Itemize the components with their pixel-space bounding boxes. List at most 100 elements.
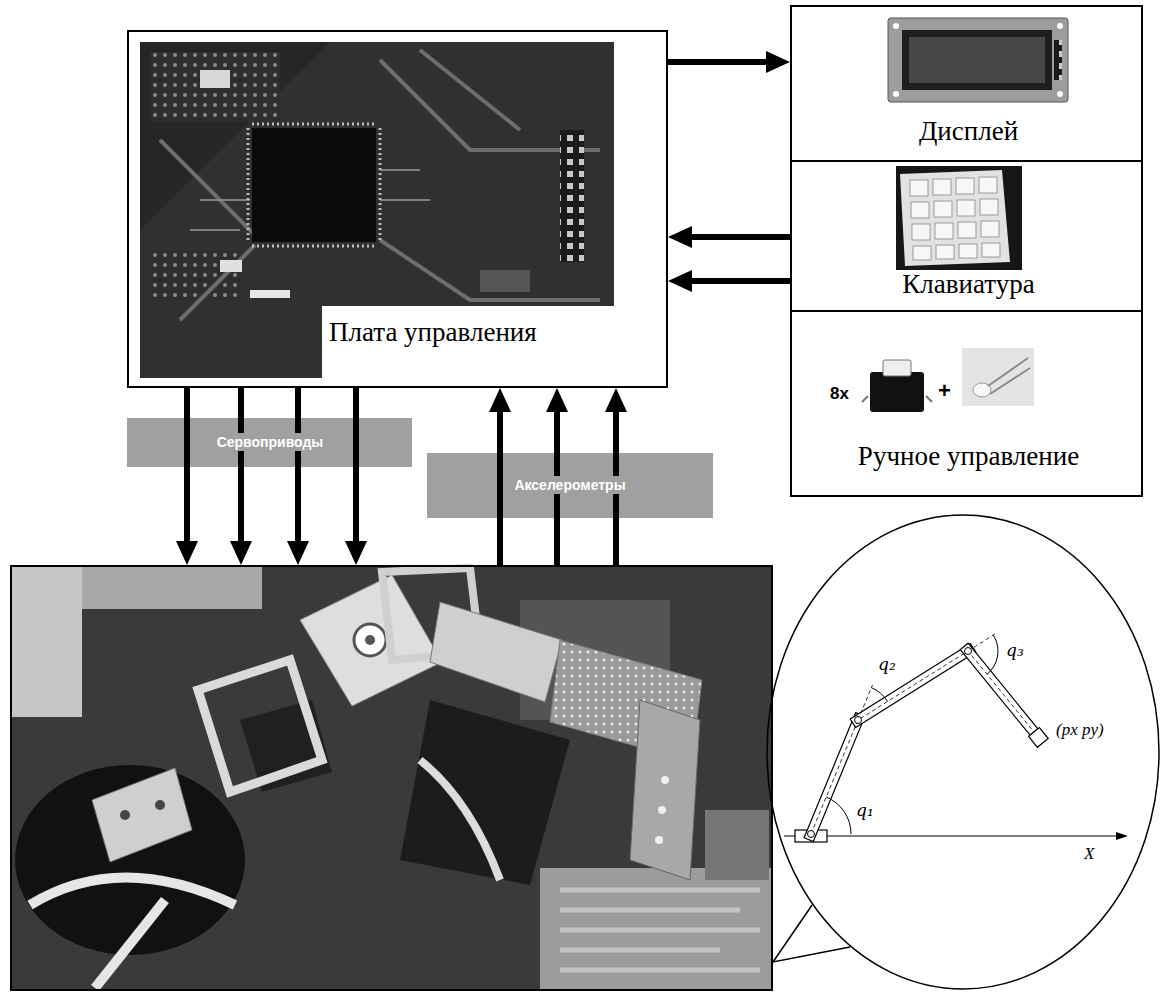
robot-photo: [655, 836, 663, 844]
arm-schematic: [784, 835, 1118, 836]
servo-arrow: [295, 388, 301, 547]
robot-photo: [400, 700, 570, 885]
lcd-image: [888, 18, 1068, 102]
led-image: [962, 348, 1034, 406]
arm-schematic: [784, 634, 1128, 842]
servo-arrow: [238, 388, 244, 547]
keypad-image: [910, 177, 1000, 260]
robot-photo-box: [10, 565, 773, 991]
joint-angle-label: q₂: [878, 654, 896, 674]
plus-sign: +: [938, 378, 951, 404]
box-label: Плата управления: [329, 316, 537, 348]
board-photo: [200, 70, 230, 88]
keypad-image: [911, 202, 929, 218]
push-button-image: [870, 372, 924, 412]
keypad-image: [980, 199, 998, 215]
arm-schematic: [858, 634, 995, 720]
lcd-image: [893, 23, 899, 29]
lcd-image: [893, 91, 899, 97]
keypad-image: [934, 201, 952, 217]
robot-photo: [420, 760, 500, 880]
robot-photo: [354, 624, 386, 656]
box-label: Дисплей: [919, 115, 1018, 147]
robot-photo: [540, 868, 771, 989]
push-button-image: [862, 360, 932, 412]
robot-photo: [92, 768, 192, 862]
robot-photo: [10, 565, 773, 991]
arm-schematic: [871, 688, 887, 702]
robot-photo: [12, 567, 82, 717]
lcd-image: [909, 37, 1045, 83]
keypad-image: [900, 170, 1010, 266]
arm-schematic: [808, 831, 815, 838]
robot-photo: [198, 660, 322, 792]
accelerometer-arrow: [497, 406, 503, 565]
keypad-image: [935, 223, 953, 239]
joint-angle-label: q₃: [1006, 640, 1024, 660]
board-photo: [150, 52, 280, 122]
display-box: Дисплей: [790, 5, 1143, 162]
robot-photo: [120, 810, 130, 820]
end-point-label: (px py): [1056, 720, 1104, 740]
robot-photo: [30, 878, 235, 906]
keypad-image: [956, 178, 974, 194]
robot-photo: [300, 575, 442, 706]
arm-schematic: [987, 635, 998, 674]
servo-band: [127, 418, 412, 467]
keypad-image: [979, 177, 997, 193]
arm-schematic: [811, 651, 1034, 834]
servo-arrow: [353, 388, 359, 547]
control-board-box: Плата управления: [127, 30, 668, 388]
push-button-image: [883, 360, 911, 376]
board-photo: [248, 124, 380, 246]
arm-schematic: [850, 644, 976, 728]
lcd-image: [1054, 40, 1062, 80]
board-photo: [160, 50, 600, 320]
signal-arrow: [686, 278, 790, 284]
robot-photo: [658, 806, 666, 814]
keypad-image: [910, 180, 928, 196]
keypad-image: [936, 245, 954, 259]
keypad-image: [958, 222, 976, 238]
callout-tail: [773, 905, 850, 962]
count-label: 8x: [830, 384, 849, 404]
keypad-image: [933, 179, 951, 195]
board-photo: [250, 290, 290, 298]
arm-schematic: [855, 717, 862, 724]
robot-photo: [430, 602, 562, 702]
led-image: [988, 358, 1030, 394]
robot-photo: [365, 635, 375, 645]
servo-arrow: [184, 388, 190, 547]
axis-label: X: [1084, 844, 1094, 864]
arm-schematic: [1029, 728, 1049, 748]
box-label: Ручное управление: [858, 440, 1079, 472]
keypad-image: [912, 224, 930, 240]
board-photo: [140, 42, 614, 378]
board-photo: [140, 42, 614, 378]
keypad-image: [913, 246, 931, 260]
keypad-image: [959, 244, 977, 258]
keypad-image: [896, 166, 1022, 270]
keypad-box: Клавиатура: [790, 160, 1143, 312]
callout-ellipse: q₂ q₃ (px py) q₁ X: [766, 514, 1160, 990]
lcd-image: [1057, 91, 1063, 97]
signal-arrow: [686, 234, 790, 240]
keypad-image: [896, 166, 1022, 270]
board-photo: [560, 130, 584, 262]
robot-photo: [630, 700, 700, 880]
keypad-image: [957, 200, 975, 216]
arm-schematic: [965, 648, 972, 655]
lcd-image: [1057, 23, 1063, 29]
robot-photo: [10, 565, 773, 991]
connectors: [187, 62, 850, 962]
robot-photo: [705, 810, 769, 880]
board-photo: [252, 128, 376, 242]
keypad-image: [981, 221, 999, 237]
joint-angle-label: q₁: [856, 800, 874, 820]
band-label: Сервоприводы: [213, 433, 328, 452]
box-label: Клавиатура: [902, 268, 1034, 300]
robot-photo: [155, 800, 165, 810]
arm-schematic: [804, 713, 865, 842]
